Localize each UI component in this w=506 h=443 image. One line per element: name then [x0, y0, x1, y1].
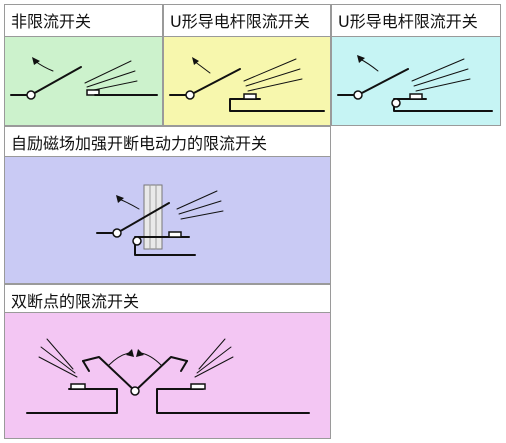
arc-line: [38, 356, 78, 378]
panel-title: 非限流开关: [11, 12, 92, 31]
arc-line: [198, 338, 226, 370]
arrowhead: [136, 349, 144, 357]
left-conductor: [26, 388, 118, 414]
fixed-contact: [409, 93, 423, 100]
arc-line: [86, 70, 136, 88]
fixed-contact: [243, 93, 257, 100]
arc-line: [194, 356, 234, 378]
panel-title: U形导电杆限流开关: [338, 12, 478, 31]
motion-arrow: [118, 198, 140, 210]
left-fixed-contact: [70, 383, 86, 390]
diagram-area-2: [163, 36, 331, 126]
arrowhead: [32, 57, 40, 65]
center-pivot: [130, 386, 140, 396]
arc-line: [413, 68, 469, 87]
arc-line: [411, 58, 465, 82]
arc-line: [178, 200, 222, 215]
arc-line: [40, 346, 76, 374]
diagram-area-3: [331, 36, 501, 126]
motion-arrow-left: [108, 352, 130, 366]
panel-title: 双断点的限流开关: [11, 292, 140, 311]
arrowhead: [192, 57, 199, 65]
fixed-contact: [168, 231, 182, 238]
fixed-contact: [86, 89, 100, 96]
motion-arrow-right: [140, 352, 162, 366]
pivot-point: [112, 228, 122, 238]
diagram-area-4: [4, 156, 331, 284]
panel-title: 自励磁场加强开断电动力的限流开关: [11, 134, 268, 153]
switch-diagram-2: [169, 57, 325, 112]
second-pivot: [132, 236, 142, 246]
right-arm-tip: [180, 360, 188, 372]
arc-line: [176, 190, 218, 210]
u-shaped-conductor: [393, 98, 493, 112]
moving-contact-arm: [30, 66, 82, 96]
arrowhead: [126, 349, 134, 357]
pivot-point: [185, 90, 195, 100]
arc-line: [245, 68, 301, 87]
right-conductor: [156, 388, 310, 414]
arrowhead: [116, 195, 124, 203]
diagram-area-1: [4, 36, 163, 126]
arc-line: [196, 346, 232, 374]
motion-arrow: [359, 58, 379, 72]
pivot-point: [26, 90, 36, 100]
left-arm-tip: [82, 360, 90, 372]
u-shaped-conductor: [229, 98, 325, 112]
switch-diagram-3: [337, 55, 493, 112]
arc-line: [84, 60, 132, 84]
u-shaped-conductor: [134, 236, 196, 256]
arc-line: [247, 78, 303, 92]
switch-diagram-1: [10, 57, 158, 100]
v-moving-contact: [82, 356, 188, 392]
moving-contact-arm: [116, 202, 170, 234]
arrowhead: [357, 55, 365, 63]
moving-contact-arm: [357, 68, 409, 96]
panel-title: U形导电杆限流开关: [170, 12, 310, 31]
moving-contact-arm: [189, 68, 241, 96]
right-fixed-contact: [190, 383, 206, 390]
arc-line: [243, 58, 297, 82]
arc-line: [415, 78, 471, 92]
arc-line: [46, 338, 74, 370]
arc-line: [180, 210, 224, 220]
pivot-point: [353, 90, 363, 100]
second-pivot: [391, 98, 401, 108]
switch-diagram-4: [96, 184, 224, 256]
diagram-area-5: [4, 312, 331, 439]
switch-diagram-5: [26, 338, 310, 414]
